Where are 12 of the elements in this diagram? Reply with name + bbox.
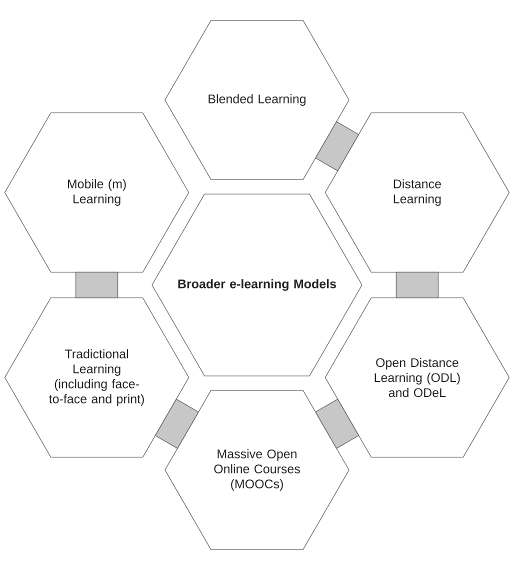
hexagon: Tradictional Learning (including face-to-face and print): [4, 297, 190, 458]
hexagon: Mobile (m) Learning: [4, 112, 190, 273]
hexagon: Blended Learning: [164, 20, 350, 180]
connector-band: [154, 398, 199, 449]
hexagon: Open Distance Learning (ODL) and ODeL: [324, 297, 510, 458]
hexagon: Distance Learning: [324, 112, 510, 273]
connector-band: [396, 272, 439, 298]
hexagon: Massive Open Online Courses (MOOCs): [164, 390, 350, 550]
connector-band: [75, 272, 118, 298]
hexagon: Broader e-learning Models: [152, 194, 362, 376]
connector-band: [315, 121, 360, 172]
connector-band: [315, 398, 360, 449]
